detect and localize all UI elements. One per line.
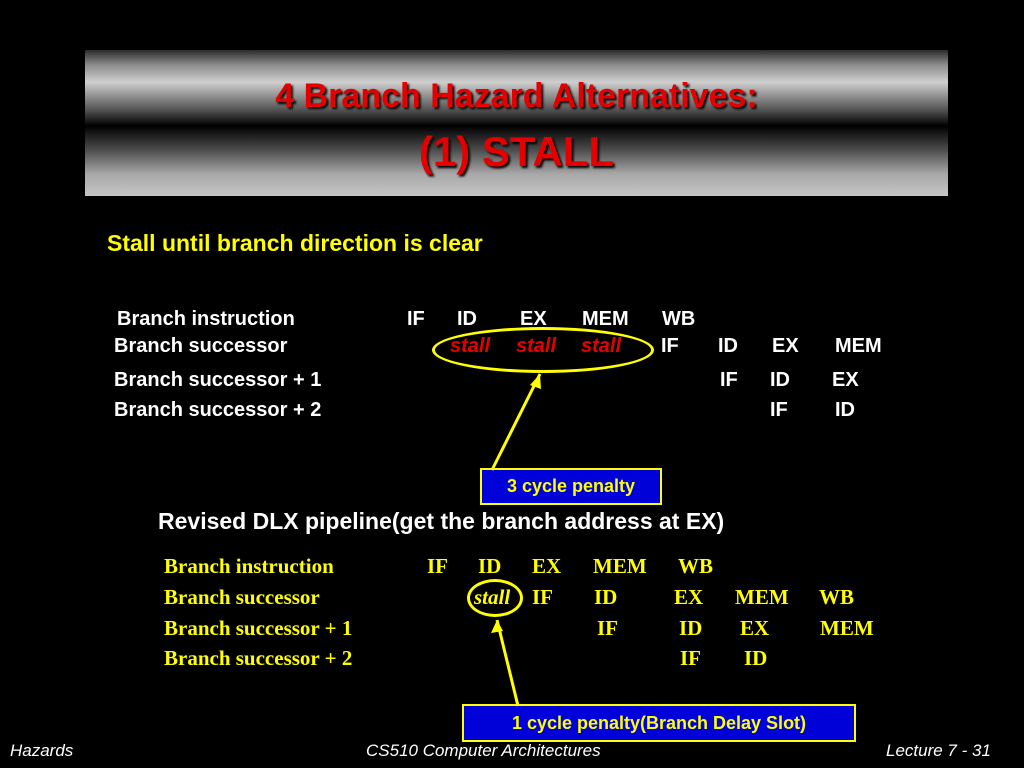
t1-r0-cell: WB [662,308,696,330]
row-label-branch-successor: Branch successor [114,335,288,357]
t1-r0-cell: MEM [582,308,629,330]
t1-r0-cell: ID [457,308,477,330]
revised-pipeline-heading: Revised DLX pipeline(get the branch addr… [158,508,725,534]
title-banner: 4 Branch Hazard Alternatives: (1) STALL [85,50,948,196]
stall-highlight-ellipse-2 [467,579,523,617]
arrow-line-2 [495,619,520,707]
t2-r2-cell: EX [740,616,770,640]
t2-r2-cell: IF [597,616,618,640]
footer-left: Hazards [10,741,74,760]
t1-r0-cell: IF [407,308,425,330]
t2-r1-cell: MEM [735,585,789,609]
t1-r1-cell: IF [661,335,679,357]
t2-r3-cell: ID [744,646,768,670]
footer-right: Lecture 7 - 31 [886,741,991,760]
section-heading: Stall until branch direction is clear [107,230,483,256]
t2-r0-cell: MEM [593,554,647,578]
row-label-branch-instruction: Branch instruction [117,308,295,330]
arrow-head-1 [530,374,541,389]
t2-r1-cell: EX [674,585,704,609]
t2-r0-cell: WB [678,554,714,578]
t1-r2-cell: IF [720,369,738,391]
footer-center: CS510 Computer Architectures [366,741,601,760]
t1-r3-cell: ID [835,399,855,421]
slide-title-line-1: 4 Branch Hazard Alternatives: [275,77,758,115]
t1-r2-cell: ID [770,369,790,391]
stall-highlight-ellipse [432,327,654,373]
t1-r3-cell: IF [770,399,788,421]
t2-r0-cell: EX [532,554,562,578]
slide-title-line-2: (1) STALL [418,128,615,175]
t2-r2-cell: MEM [820,616,874,640]
row-label-branch-successor-2: Branch successor + 2 [114,399,322,421]
t2-r1-cell: IF [532,585,553,609]
t2-r3-cell: IF [680,646,701,670]
t1-r1-cell: ID [718,335,738,357]
t1-r1-cell: EX [772,335,799,357]
t2-r0-cell: ID [478,554,502,578]
row-label-branch-successor-1: Branch successor + 1 [114,369,322,391]
t1-r1-cell: MEM [835,335,882,357]
t2-r0-cell: IF [427,554,448,578]
callout-3-cycle-penalty: 3 cycle penalty [480,468,662,505]
row-label-branch-instruction: Branch instruction [164,554,334,578]
t2-r1-cell: WB [819,585,855,609]
callout-1-cycle-penalty: 1 cycle penalty(Branch Delay Slot) [462,704,856,742]
t1-r2-cell: EX [832,369,859,391]
t2-r1-cell: ID [594,585,618,609]
row-label-branch-successor-2: Branch successor + 2 [164,646,353,670]
row-label-branch-successor: Branch successor [164,585,320,609]
arrow-head-2 [491,620,503,633]
arrow-line-1 [490,373,542,471]
row-label-branch-successor-1: Branch successor + 1 [164,616,353,640]
t1-r0-cell: EX [520,308,547,330]
t2-r2-cell: ID [679,616,703,640]
